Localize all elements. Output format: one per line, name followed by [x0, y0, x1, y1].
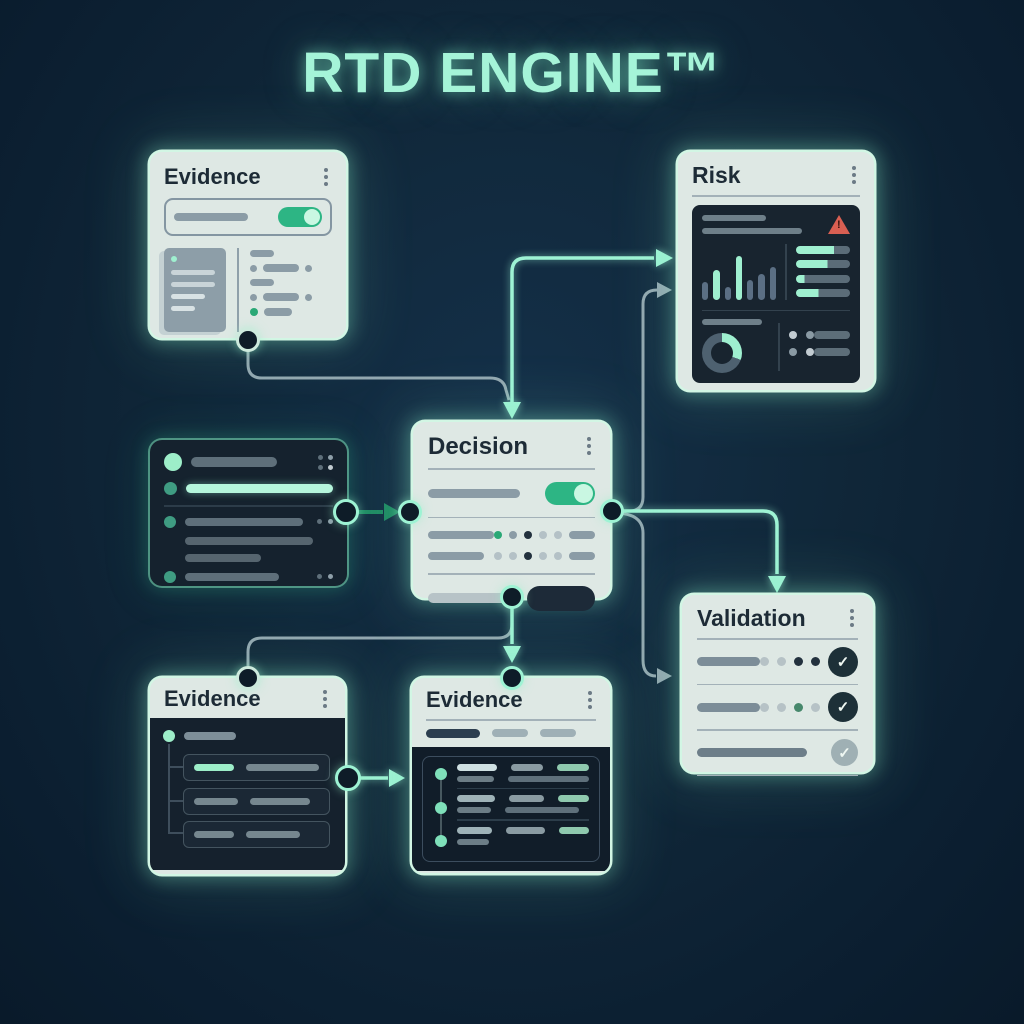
kebab-menu-icon[interactable]	[583, 433, 595, 459]
arrowhead-into-evidence-bc-top	[503, 646, 521, 663]
port-darkcard-right[interactable]	[333, 499, 359, 525]
arrowhead-into-decision-top	[503, 402, 521, 419]
timeline-dot	[435, 834, 447, 847]
toggle-icon[interactable]	[278, 207, 322, 227]
action-button[interactable]	[527, 585, 595, 611]
card-title: Risk	[692, 162, 741, 188]
risk-bar	[702, 281, 709, 300]
evidence-bottom-center-card[interactable]: Evidence	[412, 678, 610, 873]
risk-progress-row	[796, 289, 850, 298]
card-title: Validation	[697, 605, 806, 631]
warning-triangle-icon: !	[828, 214, 850, 234]
wire-evidence-to-decision	[246, 350, 511, 401]
highlighted-row	[186, 484, 333, 493]
tree-row[interactable]	[183, 821, 330, 848]
wire-main-mint	[510, 256, 654, 404]
risk-card[interactable]: Risk !	[678, 152, 874, 390]
toggle-icon[interactable]	[545, 481, 595, 505]
kebab-menu-icon[interactable]	[848, 162, 860, 188]
decision-row	[428, 531, 595, 539]
teal-bullet-icon	[164, 482, 177, 495]
risk-bar	[769, 266, 776, 300]
port-evidence-top-bottom[interactable]	[236, 328, 260, 352]
tree-row[interactable]	[183, 754, 330, 781]
mint-bullet-icon	[163, 730, 175, 742]
risk-bar	[713, 269, 720, 300]
card-title: Evidence	[164, 686, 261, 711]
document-icon	[164, 248, 226, 332]
kebab-menu-icon[interactable]	[319, 686, 331, 712]
risk-progress-row	[796, 274, 850, 283]
timeline-dot	[435, 767, 447, 780]
dot-grid	[318, 454, 333, 470]
validation-row[interactable]: ✓	[697, 685, 858, 729]
wire-decision-to-validation-top	[618, 509, 779, 574]
search-toggle-bar[interactable]	[164, 198, 332, 236]
tree-row[interactable]	[183, 788, 330, 815]
risk-bar	[735, 255, 743, 300]
arrowhead-into-risk-grey	[657, 282, 672, 298]
evidence-table-panel	[412, 746, 610, 871]
arrowhead-into-validation-left	[657, 668, 672, 684]
risk-bar	[747, 279, 754, 300]
port-evidence-bl-top[interactable]	[236, 666, 260, 690]
kebab-menu-icon[interactable]	[320, 164, 332, 190]
dark-list-card[interactable]	[150, 440, 347, 586]
table-row[interactable]	[457, 763, 589, 782]
footer-label-bar	[428, 593, 512, 603]
table-row[interactable]	[457, 795, 589, 813]
dot-grid	[789, 331, 814, 356]
validation-row-list: ✓ ✓ ✓	[697, 640, 858, 776]
decision-row	[428, 552, 595, 560]
evidence-tree-panel	[150, 718, 345, 870]
risk-bar	[758, 273, 765, 300]
port-decision-bottom[interactable]	[500, 585, 524, 609]
card-title: Evidence	[426, 687, 523, 712]
risk-progress-row	[796, 245, 850, 254]
wire-decision-to-evidence-bl	[246, 602, 514, 666]
check-icon: ✓	[828, 692, 858, 722]
tab[interactable]	[492, 729, 528, 737]
risk-progress-rows	[796, 244, 850, 300]
port-evidence-bl-right[interactable]	[335, 765, 361, 791]
wire-decision-to-validation-left	[613, 511, 657, 678]
risk-progress-row	[796, 260, 850, 269]
validation-row[interactable]: ✓	[697, 640, 858, 684]
arrowhead-into-validation-top	[768, 576, 786, 593]
port-evidence-bc-top[interactable]	[500, 666, 524, 690]
risk-bar-chart	[702, 244, 776, 300]
decision-dot-rows	[428, 531, 595, 560]
card-title: Decision	[428, 433, 529, 460]
port-decision-left[interactable]	[398, 500, 422, 524]
tab-active[interactable]	[426, 728, 480, 738]
card-title: Evidence	[164, 164, 261, 189]
check-icon: ✓	[831, 739, 858, 766]
check-icon: ✓	[828, 646, 858, 677]
risk-bar	[724, 286, 731, 300]
kebab-menu-icon[interactable]	[584, 687, 596, 713]
wire-decision-to-risk	[616, 288, 658, 513]
green-status-dot	[250, 308, 258, 316]
donut-chart-icon	[702, 333, 742, 373]
port-decision-right[interactable]	[600, 499, 624, 523]
placeholder-text-bar	[174, 213, 248, 221]
validation-card[interactable]: Validation ✓ ✓ ✓	[682, 595, 873, 776]
risk-dashboard-panel: !	[692, 204, 860, 383]
timeline-dot	[435, 801, 447, 814]
tree-trunk-line	[168, 744, 170, 834]
decision-card[interactable]: Decision	[413, 422, 610, 611]
tab[interactable]	[540, 729, 576, 737]
arrowhead-into-risk-mint	[656, 249, 673, 267]
table-row[interactable]	[457, 826, 589, 845]
tab-bar[interactable]	[412, 721, 610, 747]
evidence-bottom-left-card[interactable]: Evidence	[150, 678, 345, 874]
page-title: RTD ENGINE™	[302, 41, 722, 105]
evidence-item-list	[250, 248, 312, 316]
evidence-top-card[interactable]: Evidence	[150, 152, 346, 338]
mint-bullet-icon	[164, 453, 182, 471]
vertical-divider	[237, 248, 239, 332]
validation-row[interactable]: ✓	[697, 731, 858, 775]
arrowhead-into-evidence-bc-left	[389, 769, 405, 787]
kebab-menu-icon[interactable]	[846, 605, 858, 631]
